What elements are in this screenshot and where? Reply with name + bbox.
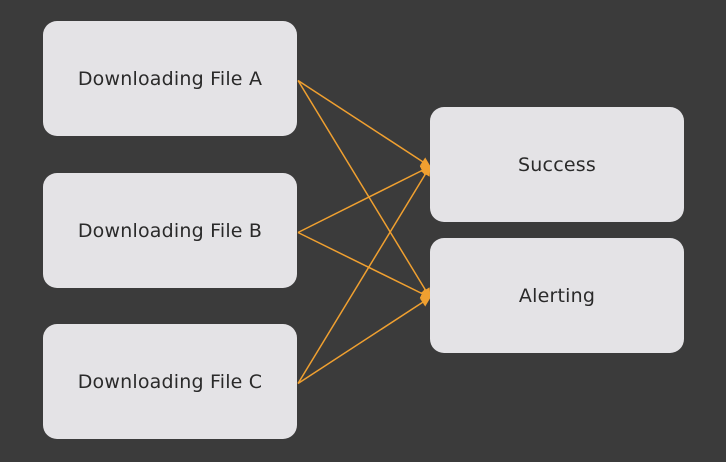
- node-label: Success: [518, 153, 596, 176]
- edge-b-to-alerting: [297, 231, 431, 299]
- node-label: Downloading File A: [77, 67, 263, 90]
- edge-c-to-alerting: [297, 296, 431, 385]
- edge-a-to-alerting: [297, 80, 431, 299]
- edge-b-to-success: [297, 165, 431, 234]
- edge-a-to-success: [297, 79, 431, 168]
- node-downloading-file-b: Downloading File B: [43, 173, 297, 288]
- node-label: Alerting: [518, 284, 596, 307]
- node-label: Downloading File C: [77, 370, 263, 393]
- edge-c-to-success: [297, 165, 431, 384]
- node-downloading-file-c: Downloading File C: [43, 324, 297, 439]
- node-downloading-file-a: Downloading File A: [43, 21, 297, 136]
- node-alerting: Alerting: [430, 238, 684, 353]
- node-label: Downloading File B: [77, 219, 263, 242]
- node-success: Success: [430, 107, 684, 222]
